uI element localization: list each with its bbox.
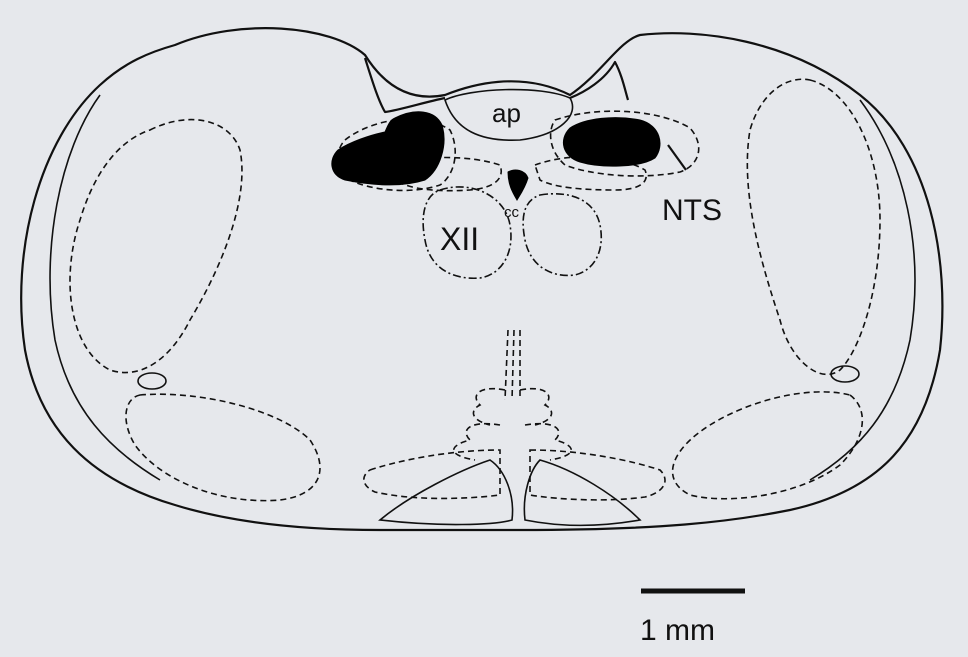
- left-lateral-region: [70, 120, 242, 373]
- xii-right-nucleus: [523, 194, 601, 276]
- label-cc: cc: [504, 204, 520, 221]
- central-canal: [508, 170, 528, 200]
- section-outline: [21, 28, 942, 530]
- left-ventrolateral-region: [126, 394, 320, 500]
- olive-right-lower: [525, 424, 571, 460]
- ventral-left-region: [364, 450, 500, 498]
- label-ap: ap: [492, 98, 521, 128]
- raphe-line-1: [505, 330, 508, 400]
- right-ventrolateral-region: [673, 392, 863, 499]
- label-xii: XII: [440, 221, 479, 257]
- right-lateral-region: [747, 79, 880, 374]
- olive-left-lower: [454, 424, 500, 460]
- ventral-right-region: [530, 450, 665, 500]
- olive-right-upper: [520, 389, 552, 425]
- pyramid-right: [524, 460, 640, 525]
- label-nts: NTS: [662, 194, 722, 227]
- nts-pointer: [668, 145, 686, 170]
- scale-bar-label: 1 mm: [640, 614, 715, 647]
- olive-left-upper: [473, 389, 505, 425]
- left-inner-rim: [50, 95, 160, 480]
- pyramid-left: [380, 460, 513, 525]
- raphe-line-2: [512, 330, 514, 400]
- lesion-right: [563, 118, 660, 166]
- right-small-oval: [831, 366, 859, 382]
- dorsal-notch-left: [365, 58, 445, 112]
- lesion-left: [332, 112, 444, 185]
- dorsal-notch-right: [570, 62, 628, 100]
- left-small-oval: [138, 373, 166, 389]
